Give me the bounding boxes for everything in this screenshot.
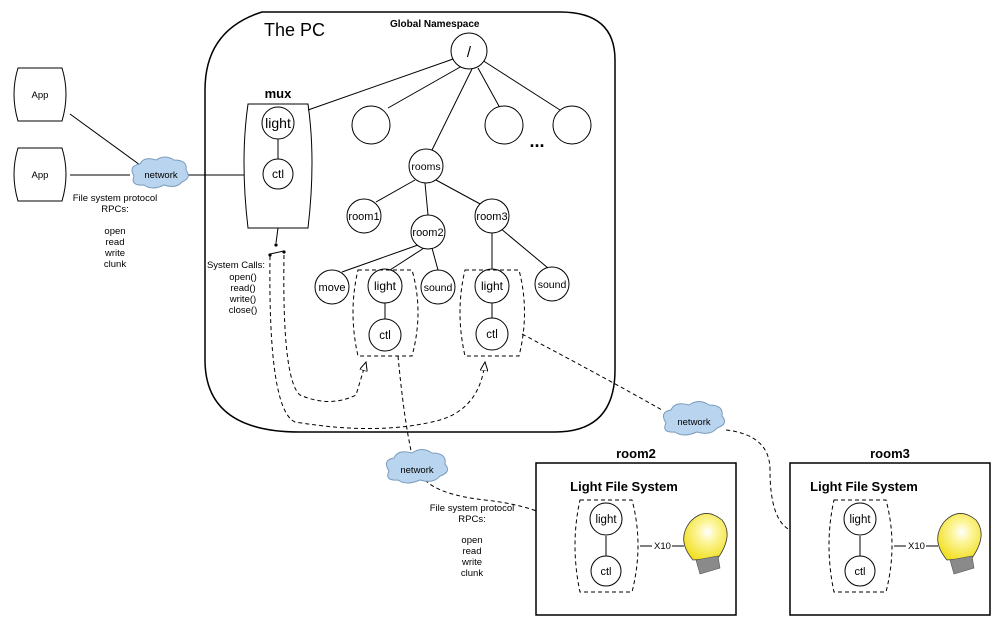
tree-node-empty	[552, 105, 592, 145]
mux-title: mux	[265, 86, 293, 101]
svg-text:/: /	[467, 44, 472, 61]
mux-to-room3-link	[269, 255, 485, 430]
tree-node-empty	[484, 105, 524, 145]
rpc-item: read	[105, 237, 124, 248]
app-box-1: App	[13, 67, 67, 122]
mux-switch-stub	[275, 227, 279, 244]
mux-light-label: light	[265, 115, 291, 131]
rpc-item: clunk	[104, 259, 126, 270]
rpc-list-bottom: File system protocol RPCs: open read wri…	[430, 503, 514, 579]
network-cloud-right: network	[662, 401, 726, 436]
network-label: network	[144, 170, 178, 181]
switch-contact	[268, 253, 272, 257]
namespace-title: Global Namespace	[390, 19, 480, 30]
network-cloud-left: network	[131, 156, 189, 189]
tree-node-room3-sound: sound	[534, 266, 570, 302]
tree-node-room3: room3	[474, 198, 510, 234]
app-box-2: App	[13, 147, 67, 202]
svg-text:light: light	[849, 514, 871, 526]
fs-title: Light File System	[570, 479, 678, 494]
tree-node-room2-sound: sound	[420, 269, 456, 305]
svg-text:System Calls:: System Calls:	[207, 260, 265, 271]
svg-text:sound: sound	[424, 282, 453, 294]
lightbulb-icon	[937, 513, 982, 575]
svg-text:open(): open()	[229, 272, 256, 283]
svg-text:light: light	[595, 514, 617, 526]
switch-lever	[269, 250, 285, 255]
tree-node-room3-ctl: ctl	[475, 317, 509, 351]
system-calls-list: System Calls: open() read() write() clos…	[207, 260, 265, 316]
more-nodes-ellipsis: ...	[529, 131, 544, 151]
rpc-heading: RPCs:	[101, 204, 128, 215]
svg-text:close(): close()	[229, 305, 258, 316]
app-label: App	[32, 90, 49, 101]
room2-to-network	[397, 355, 413, 456]
svg-text:clunk: clunk	[461, 568, 483, 579]
tree-node-move: move	[314, 269, 350, 305]
network-cloud-bottom: network	[385, 449, 449, 484]
svg-text:rooms: rooms	[411, 161, 440, 173]
svg-text:room3: room3	[476, 211, 507, 223]
svg-text:write: write	[461, 557, 482, 568]
svg-text:light: light	[374, 279, 397, 293]
svg-text:ctl: ctl	[601, 566, 612, 578]
svg-text:ctl: ctl	[379, 330, 391, 342]
network-to-room2-fs	[424, 479, 570, 528]
tree-node-room2-light: light	[367, 268, 403, 304]
network-to-room3-fs	[725, 429, 823, 537]
svg-text:room2: room2	[412, 227, 443, 239]
svg-text:sound: sound	[538, 279, 567, 291]
mux-ctl-node	[262, 158, 294, 190]
mux-ctl-label: ctl	[272, 167, 284, 181]
x10-label: X10	[654, 541, 671, 552]
tree-node-room3-light: light	[474, 268, 510, 304]
svg-text:read: read	[462, 546, 481, 557]
room-box-title: room3	[870, 446, 910, 461]
room2-mount-group	[352, 269, 419, 357]
tree-node-room2-ctl: ctl	[368, 318, 402, 352]
room3-mount-group	[459, 269, 525, 357]
svg-text:network: network	[400, 465, 434, 476]
tree-node-room1: room1	[346, 198, 382, 234]
room3-box: room3 Light File System light ctl X10	[789, 446, 991, 616]
svg-text:ctl: ctl	[486, 329, 498, 341]
tree-node-root: /	[450, 32, 488, 70]
svg-text:network: network	[677, 417, 711, 428]
svg-text:open: open	[461, 535, 482, 546]
svg-text:write(): write()	[229, 294, 256, 305]
app1-link	[69, 113, 141, 166]
tree-node-empty	[351, 105, 391, 145]
tree-node-room2: room2	[410, 214, 446, 250]
switch-contact	[274, 243, 278, 247]
room3-to-network	[521, 333, 663, 411]
rpc-item: open	[104, 226, 125, 237]
x10-label: X10	[908, 541, 925, 552]
tree-node-rooms: rooms	[408, 148, 444, 184]
svg-text:File system protocol: File system protocol	[430, 503, 514, 514]
rpc-list-left: File system protocol RPCs: open read wri…	[73, 193, 157, 270]
mux-light-node	[261, 106, 295, 140]
pc-title: The PC	[264, 20, 325, 40]
mux-to-room2-link	[283, 254, 366, 402]
rpc-heading: File system protocol	[73, 193, 157, 204]
svg-text:ctl: ctl	[855, 566, 866, 578]
svg-text:room1: room1	[348, 211, 379, 223]
svg-text:read(): read()	[230, 283, 255, 294]
app-label: App	[32, 170, 49, 181]
namespace-tree-edges	[307, 57, 561, 320]
svg-text:light: light	[481, 279, 504, 293]
room-box-title: room2	[616, 446, 656, 461]
fs-title: Light File System	[810, 479, 918, 494]
svg-text:move: move	[319, 282, 346, 294]
svg-text:RPCs:: RPCs:	[458, 514, 485, 525]
rpc-item: write	[104, 248, 125, 259]
lightbulb-icon	[683, 513, 728, 575]
switch-contact	[282, 250, 286, 254]
